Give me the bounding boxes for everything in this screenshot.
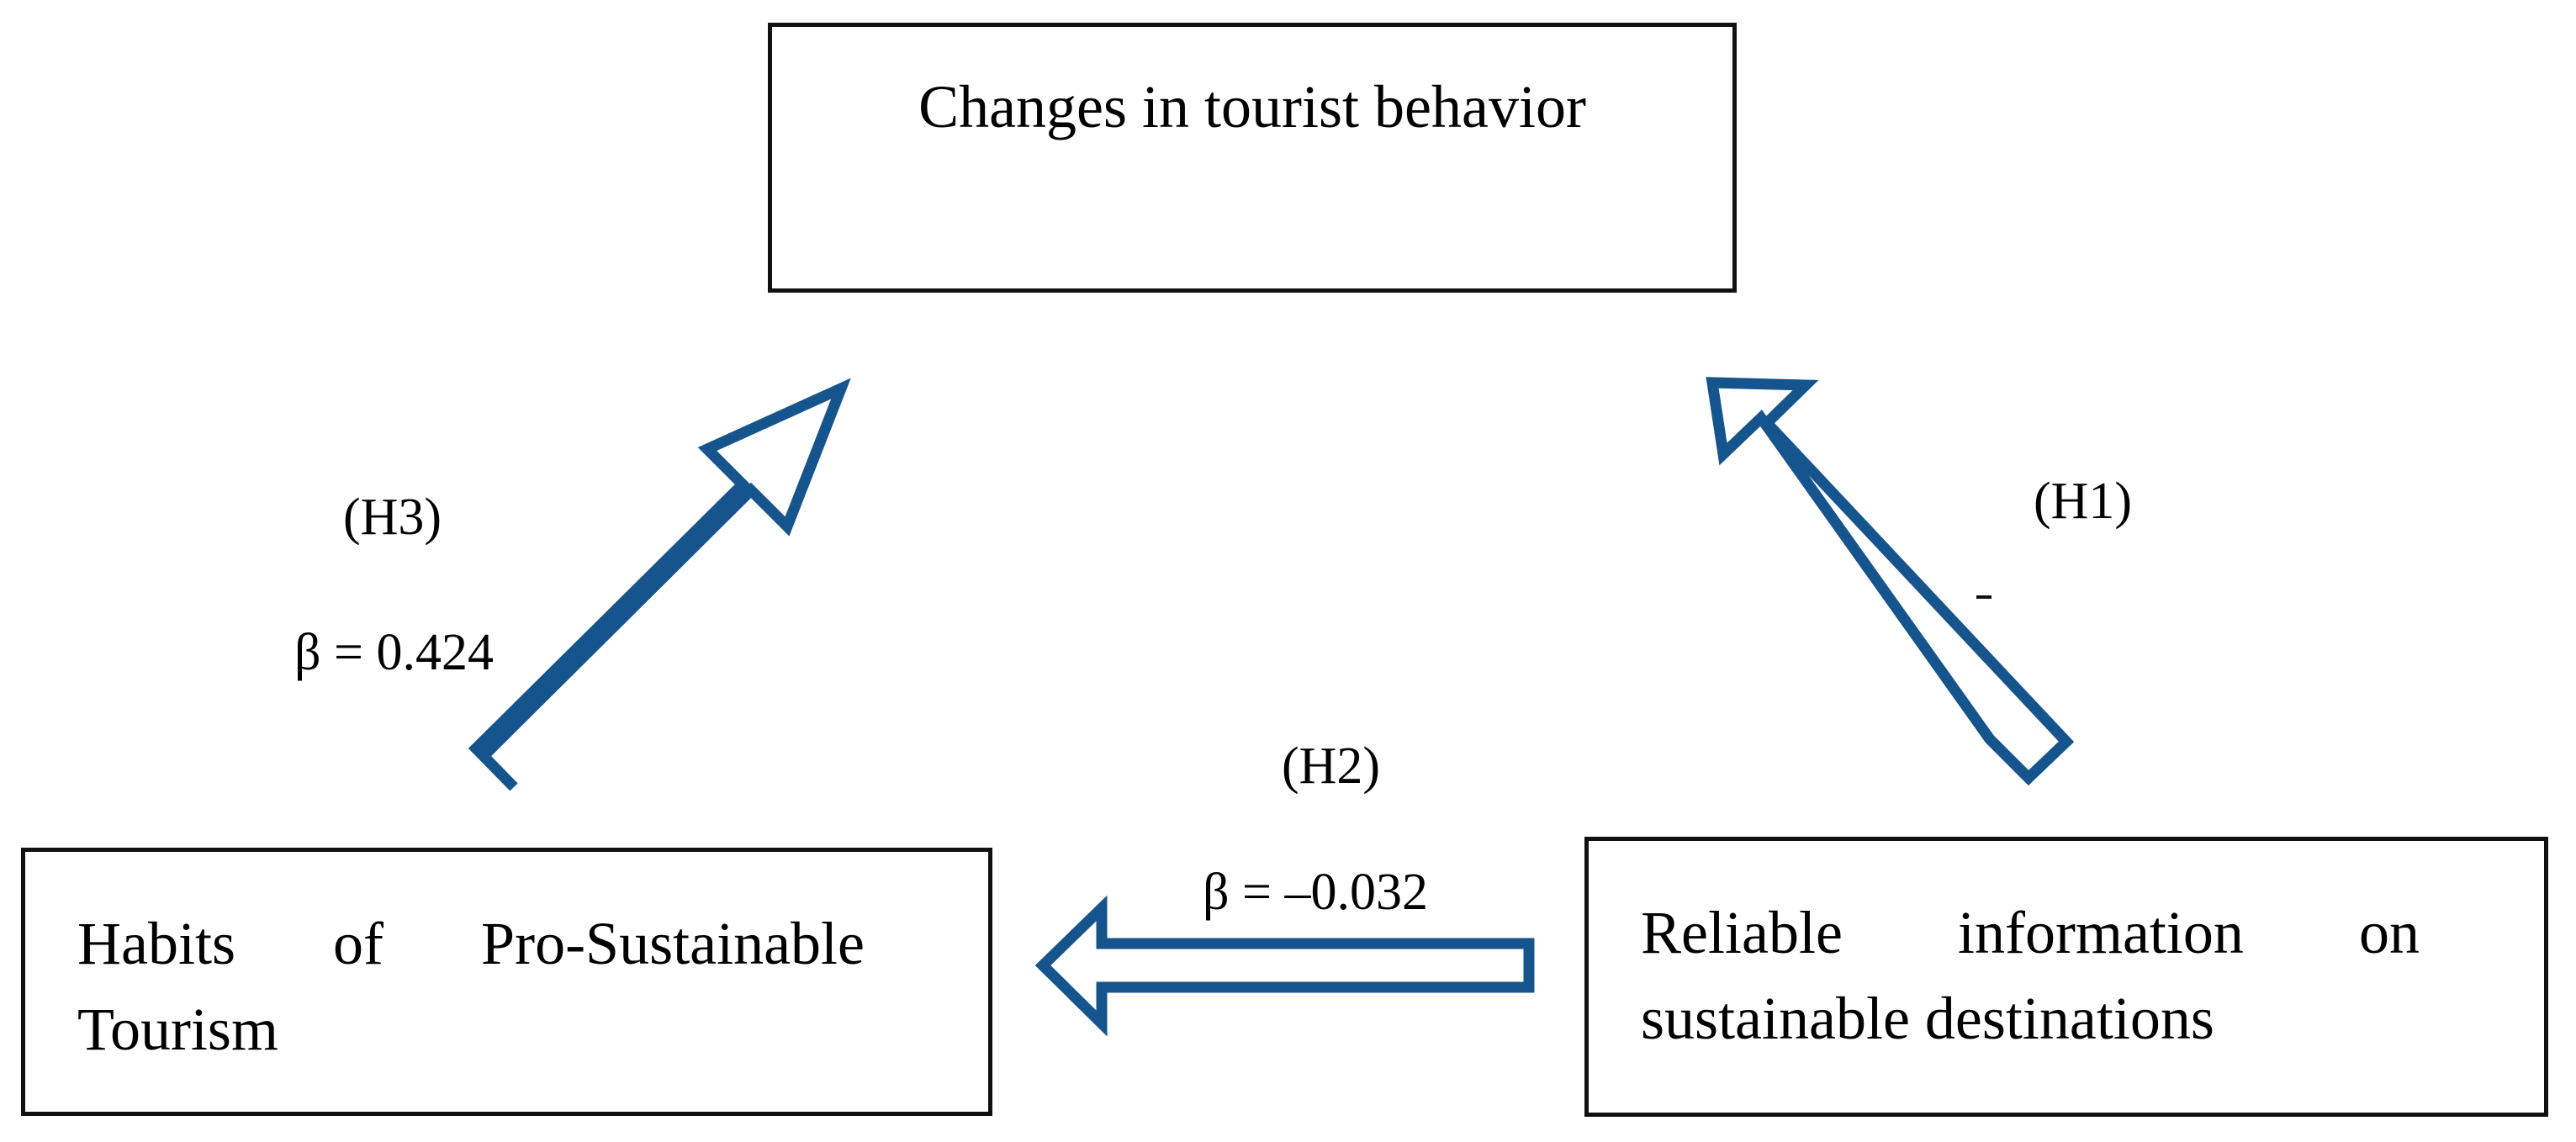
edge-label-h2-coefficient: β = –0.032 [1203,864,1429,921]
edge-label-h3-coefficient: β = 0.424 [294,624,495,681]
node-box-changes-in-tourist-behavior[interactable]: Changes in tourist behavior [768,23,1737,293]
node-label-bottom-right: Reliable information on sustainable dest… [1641,899,2420,1053]
edge-label-h2-hypothesis: (H2) [1282,738,1381,795]
node-box-habits-of-pro-sustainable-tourism[interactable]: Habits of Pro-Sustainable Tourism [21,848,992,1116]
node-label-top: Changes in tourist behavior [918,73,1586,140]
stray-hyphen-mark [1976,595,1992,599]
arrow-h1-shape [1706,377,2075,786]
edge-label-h1-hypothesis: (H1) [2034,473,2133,530]
arrow-h3-shape [468,378,851,791]
edge-label-h3-hypothesis: (H3) [343,489,442,546]
arrow-h2-shape [1034,895,1535,1037]
node-label-bottom-left: Habits of Pro-Sustainable Tourism [77,910,865,1064]
node-box-reliable-information-on-sustainable-destinations[interactable]: Reliable information on sustainable dest… [1584,837,2548,1117]
